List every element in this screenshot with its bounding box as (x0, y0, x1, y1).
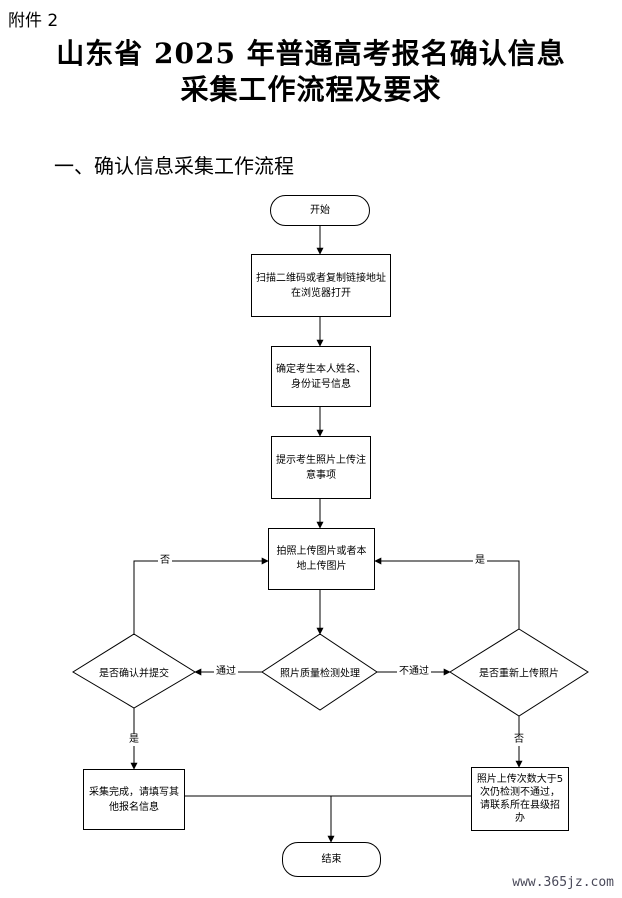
decision-reupload-shape (449, 628, 589, 717)
end-node: 结束 (282, 842, 381, 877)
decision-reupload-label: 是否重新上传照片 (479, 668, 559, 680)
start-node: 开始 (270, 195, 370, 226)
edge-label-fail: 不通过 (397, 666, 431, 678)
section-heading: 一、确认信息采集工作流程 (54, 154, 294, 178)
document-title-line2: 采集工作流程及要求 (180, 73, 442, 106)
arrow-submit-no (133, 557, 269, 634)
arrow-done-to-end (185, 795, 335, 843)
edge-label-reupload-yes: 是 (473, 555, 487, 567)
edge-label-submit-no: 否 (158, 555, 172, 567)
document-title-line1: 山东省 2025 年普通高考报名确认信息 (56, 37, 566, 70)
step-notice-box: 提示考生照片上传注意事项 (271, 436, 371, 499)
attachment-label: 附件 2 (8, 11, 59, 31)
step-done-box: 采集完成，请填写其他报名信息 (83, 769, 185, 830)
decision-submit-label: 是否确认并提交 (99, 668, 169, 680)
step-scan-box: 扫描二维码或者复制链接地址在浏览器打开 (251, 254, 391, 317)
edge-label-reupload-no: 否 (512, 734, 526, 746)
step-upload-box: 拍照上传图片或者本地上传图片 (268, 528, 375, 590)
watermark-text: www.365jz.com (512, 875, 614, 890)
edge-label-submit-yes: 是 (127, 734, 141, 746)
decision-check-label: 照片质量检测处理 (280, 668, 360, 680)
decision-check-shape (261, 633, 378, 711)
decision-submit-shape (72, 633, 196, 709)
step-limit-box: 照片上传次数大于5次仍检测不通过，请联系所在县级招办 (471, 767, 569, 831)
edge-label-pass: 通过 (214, 666, 238, 678)
step-confirm-box: 确定考生本人姓名、身份证号信息 (271, 346, 371, 407)
arrow-reupload-yes (374, 557, 520, 629)
